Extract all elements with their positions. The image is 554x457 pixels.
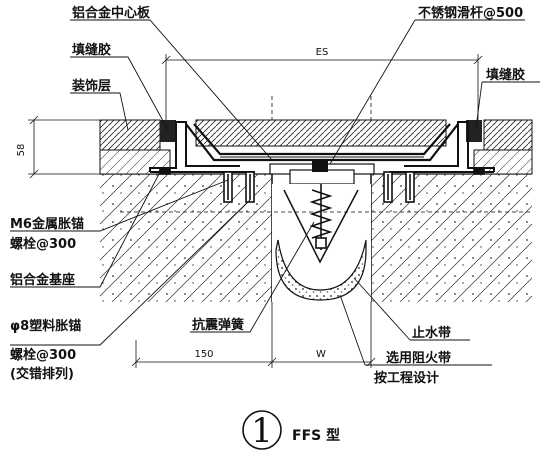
concrete-slab-right (370, 173, 532, 302)
dimension-es (161, 54, 483, 120)
label-seismic-spring: 抗震弹簧 (192, 317, 244, 333)
label-plastic-anchor-line2: 螺栓@300 (10, 347, 76, 363)
leader-lines (10, 19, 540, 366)
screed-layer (99, 149, 533, 175)
label-m6-anchor-line1: M6金属胀锚 (10, 216, 84, 232)
caption-circle (242, 410, 282, 450)
label-plastic-anchor-line3: (交错排列) (10, 366, 74, 382)
decoration-layer (99, 119, 533, 151)
dashed-reference-lines (120, 96, 532, 213)
dimension-height (28, 115, 100, 179)
label-sealant-right: 填缝胶 (486, 67, 525, 83)
figure-caption: 1 FFS 型 (242, 410, 340, 451)
label-plastic-anchor-line1: φ8塑料胀锚 (10, 318, 81, 334)
anchor-bolts (159, 167, 485, 203)
dimension-height-label: 58 (16, 144, 27, 157)
sealant-right (466, 120, 482, 142)
label-fire-barrier-line2: 按工程设计 (374, 370, 439, 386)
dimension-bottom (131, 302, 376, 368)
caption-text: FFS 型 (292, 427, 340, 444)
fire-barrier (275, 189, 367, 301)
concrete-slab-left (100, 173, 273, 302)
label-stainless-rod: 不锈钢滑杆@500 (418, 5, 523, 21)
label-waterstop: 止水带 (412, 325, 451, 341)
label-decoration-layer: 装饰层 (71, 78, 111, 94)
label-center-plate: 铝合金中心板 (72, 5, 151, 21)
caption-number: 1 (251, 411, 273, 451)
dimension-es-label: ES (316, 47, 329, 58)
sealant-left (160, 120, 176, 142)
dimension-150-label: 150 (194, 349, 213, 360)
label-fire-barrier-line1: 选用阻火带 (386, 350, 451, 366)
label-m6-anchor-line2: 螺栓@300 (10, 236, 76, 252)
seismic-spring (309, 184, 333, 250)
stainless-slide-rod (269, 160, 375, 185)
label-aluminium-base: 铝合金基座 (10, 272, 75, 288)
label-sealant-left: 填缝胶 (72, 42, 111, 58)
dimension-w-label: W (316, 349, 326, 360)
